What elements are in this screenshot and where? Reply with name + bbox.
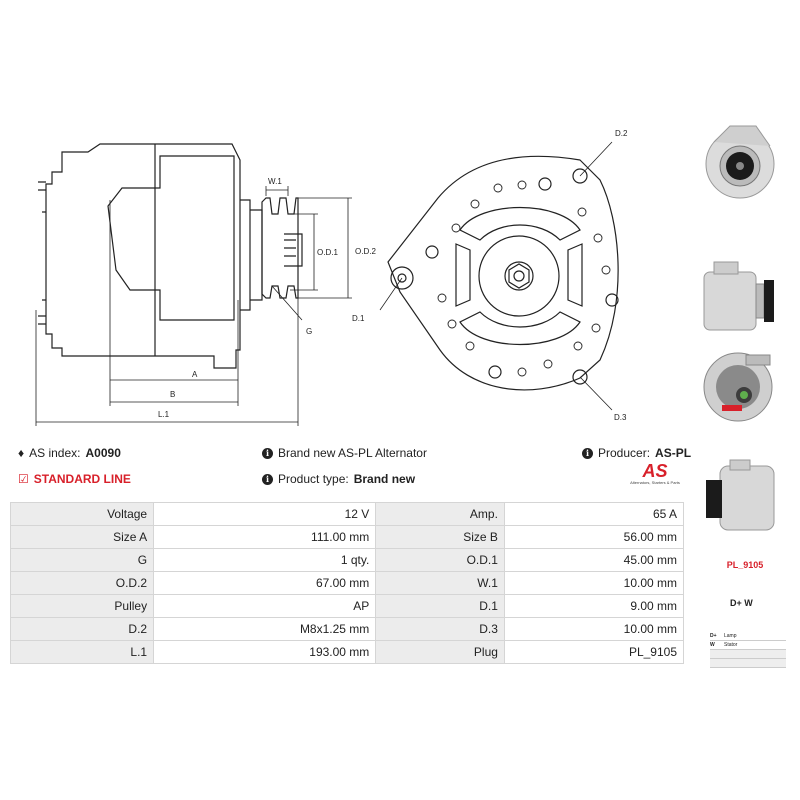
plug-name: PL_9105 [726,560,764,570]
as-logo: AS Alternators, Starters & Parts [620,462,690,485]
info-icon: i [582,447,593,459]
product-type-label: Product type: [278,472,349,486]
tag-icon: ♦ [18,446,25,460]
as-index: ♦ AS index: A0090 [18,446,121,460]
legend-key: D+ [710,633,717,639]
spec-value: 65 A [503,502,685,526]
spec-value: 67.00 mm [153,571,377,595]
alternator-front-photo [705,125,775,199]
producer-value: AS-PL [655,446,692,460]
spec-value: 9.00 mm [503,594,685,618]
legend-desc: Lamp [724,633,737,639]
spec-value: 45.00 mm [503,548,685,572]
alternator-side-photo [703,261,774,331]
spec-label: Plug [375,640,505,664]
info-icon: i [262,447,273,459]
alternator-angled-photo [706,459,775,531]
checkbox-icon: ☑ [18,472,29,486]
spec-value: AP [153,594,377,618]
producer: i Producer: AS-PL [582,446,691,460]
spec-label: Voltage [9,502,155,526]
legend-row: W Stator [710,641,786,650]
technical-drawing: W.1 O.D.1 O.D.2 G A B L.1 D.1 D.2 D.3 [35,129,628,426]
spec-value: PL_9105 [503,640,685,664]
label-b: B [170,390,175,399]
spec-value: 193.00 mm [153,640,377,664]
spec-value: 56.00 mm [503,525,685,549]
spec-label: Amp. [375,502,505,526]
spec-label: Size A [9,525,155,549]
spec-label: W.1 [375,571,505,595]
label-l1: L.1 [158,410,170,419]
spec-label: O.D.1 [375,548,505,572]
spec-value: 111.00 mm [153,525,377,549]
logo-tagline: Alternators, Starters & Parts [630,480,680,485]
spec-value: 10.00 mm [503,617,685,641]
label-od1: O.D.1 [317,248,338,257]
product-type: i Product type: Brand new [262,472,415,486]
spec-label: D.2 [9,617,155,641]
product-description: i Brand new AS-PL Alternator [262,446,427,460]
as-index-label: AS index: [29,446,81,460]
spec-value: 10.00 mm [503,571,685,595]
spec-value: 1 qty. [153,548,377,572]
description-text: Brand new AS-PL Alternator [278,446,427,460]
info-icon: i [262,473,273,485]
spec-label: Pulley [9,594,155,618]
legend-key: W [710,642,715,648]
label-w1: W.1 [268,177,282,186]
label-g: G [306,327,312,336]
standard-line: ☑ STANDARD LINE [18,472,131,486]
legend-desc: Stator [724,642,738,648]
spec-label: Size B [375,525,505,549]
label-od2: O.D.2 [355,247,376,256]
label-a: A [192,370,198,379]
spec-label: O.D.2 [9,571,155,595]
spec-label: D.3 [375,617,505,641]
spec-label: G [9,548,155,572]
as-index-value: A0090 [85,446,121,460]
label-d1: D.1 [352,314,365,323]
label-d3: D.3 [614,413,627,422]
legend-row [710,659,786,668]
alternator-rear-photo [703,352,773,422]
legend-row [710,650,786,659]
plug-pins: D+ W [730,598,753,608]
spec-value: M8x1.25 mm [153,617,377,641]
spec-value: 12 V [153,502,377,526]
product-type-value: Brand new [353,472,416,486]
legend-row: D+ Lamp [710,632,786,641]
logo-text: AS [642,461,668,481]
spec-label: D.1 [375,594,505,618]
label-d2: D.2 [615,129,628,138]
spec-label: L.1 [9,640,155,664]
standard-line-label: STANDARD LINE [33,472,131,486]
producer-label: Producer: [598,446,651,460]
